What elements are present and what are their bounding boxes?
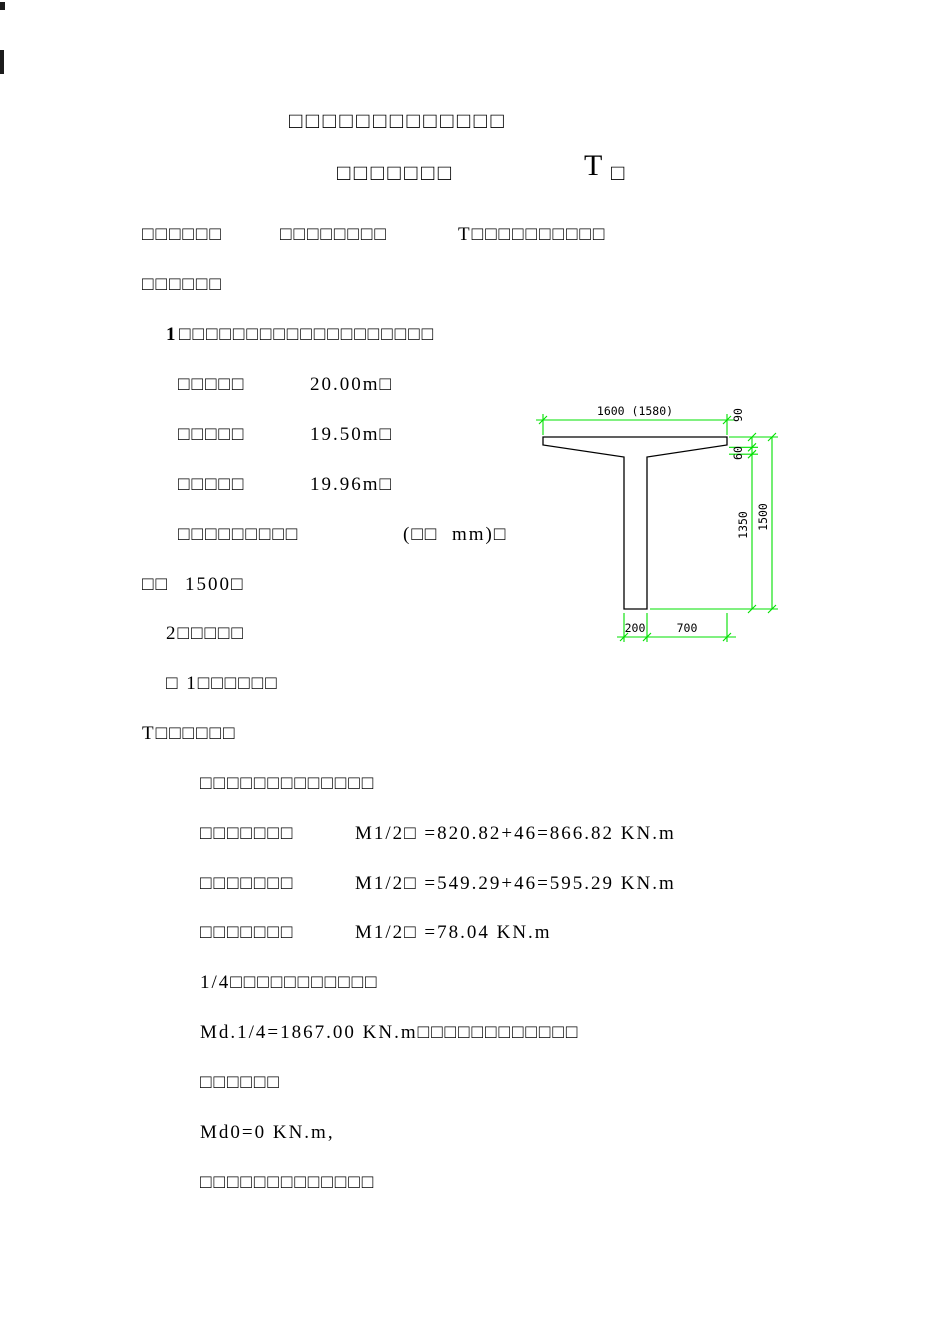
line14: □□□□□□□□□□□□□ [200, 773, 376, 794]
md-quarter-equation: Md.1/4=1867.00 KN.m□□□□□□□□□□□□ [200, 1022, 580, 1043]
span-label-2: □□□□□ [178, 424, 246, 445]
dim-label-top-width: 1600 (1580) [597, 404, 673, 418]
line3-seg2: □□□□□□□□ [280, 224, 388, 245]
subsection-1-heading: □ 1□□□□□□ [166, 673, 279, 694]
line3-seg1: □□□□□□ [142, 224, 223, 245]
moment-equation-1: M1/2□ =820.82+46=866.82 KN.m [355, 823, 676, 844]
line9-seg1: □□□□□□□□□ [178, 524, 300, 545]
span-value-1: 20.00m□ [310, 374, 394, 395]
section1-heading: □□□□□□□□□□□□□□□□□□□ [179, 324, 436, 345]
section2-heading: 2□□□□□ [166, 623, 245, 644]
span-label-1: □□□□□ [178, 374, 246, 395]
tbeam-cross-section-drawing: 1600 (1580) 90 60 1350 1500 200 700 [536, 404, 778, 642]
moment-equation-2: M1/2□ =549.29+46=595.29 KN.m [355, 873, 676, 894]
title-line-2-prefix: □□□□□□□ [337, 160, 455, 185]
title-line-1: □□□□□□□□□□□□□ [289, 108, 508, 133]
line10-seg1: □□ [142, 574, 169, 595]
md0-equation: Md0=0 KN.m, [200, 1122, 335, 1143]
moment-label-2: □□□□□□□ [200, 873, 295, 894]
scan-artifact-left-edge [0, 50, 4, 74]
tbeam-paragraph-lead: T□□□□□□ [142, 723, 237, 744]
dim-label-1500: 1500 [756, 503, 770, 531]
dim-label-1350: 1350 [736, 511, 750, 539]
line10-value-1500: 1500□ [185, 574, 245, 595]
span-label-3: □□□□□ [178, 474, 246, 495]
line9-seg3: mm)□ [452, 524, 508, 545]
title-line-2-t: T [584, 149, 603, 182]
line9-seg2: (□□ [403, 524, 439, 545]
moment-label-3: □□□□□□□ [200, 922, 295, 943]
quarter-span-heading: 1/4□□□□□□□□□□□ [200, 972, 379, 993]
dim-label-700: 700 [677, 621, 698, 635]
line4: □□□□□□ [142, 274, 223, 295]
title-line-2-suffix: □ [611, 160, 628, 185]
dimension-top-width: 1600 (1580) [536, 404, 734, 435]
dim-label-60: 60 [731, 446, 745, 460]
dimension-heights: 90 60 1350 1500 [650, 408, 778, 614]
scan-artifact-corner [0, 2, 5, 10]
line22: □□□□□□□□□□□□□ [200, 1172, 376, 1193]
span-value-3: 19.96m□ [310, 474, 394, 495]
section1-number: 1 [166, 324, 178, 345]
dimension-bottom-widths: 200 700 [617, 613, 736, 642]
tbeam-outline [542, 436, 728, 610]
dim-label-90: 90 [731, 408, 745, 422]
moment-label-1: □□□□□□□ [200, 823, 295, 844]
line20: □□□□□□ [200, 1072, 281, 1093]
line3-seg3: T□□□□□□□□□□ [458, 224, 607, 245]
moment-equation-3: M1/2□ =78.04 KN.m [355, 922, 552, 943]
dim-label-200: 200 [625, 621, 646, 635]
span-value-2: 19.50m□ [310, 424, 394, 445]
